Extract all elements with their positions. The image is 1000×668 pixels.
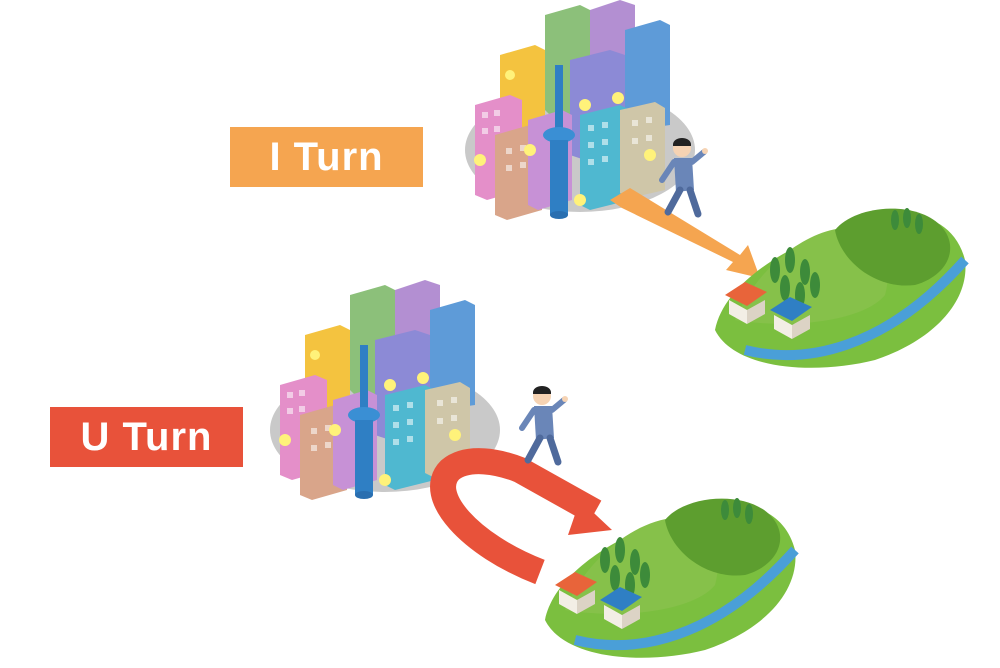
u-turn-arrow	[430, 448, 602, 585]
u-turn-label: U Turn	[50, 407, 243, 467]
i-turn-label: I Turn	[230, 127, 423, 187]
city-cluster-icon	[465, 0, 695, 220]
running-businessman-icon	[522, 386, 568, 462]
countryside-island-icon	[715, 208, 965, 368]
i-turn-arrow	[610, 188, 760, 278]
